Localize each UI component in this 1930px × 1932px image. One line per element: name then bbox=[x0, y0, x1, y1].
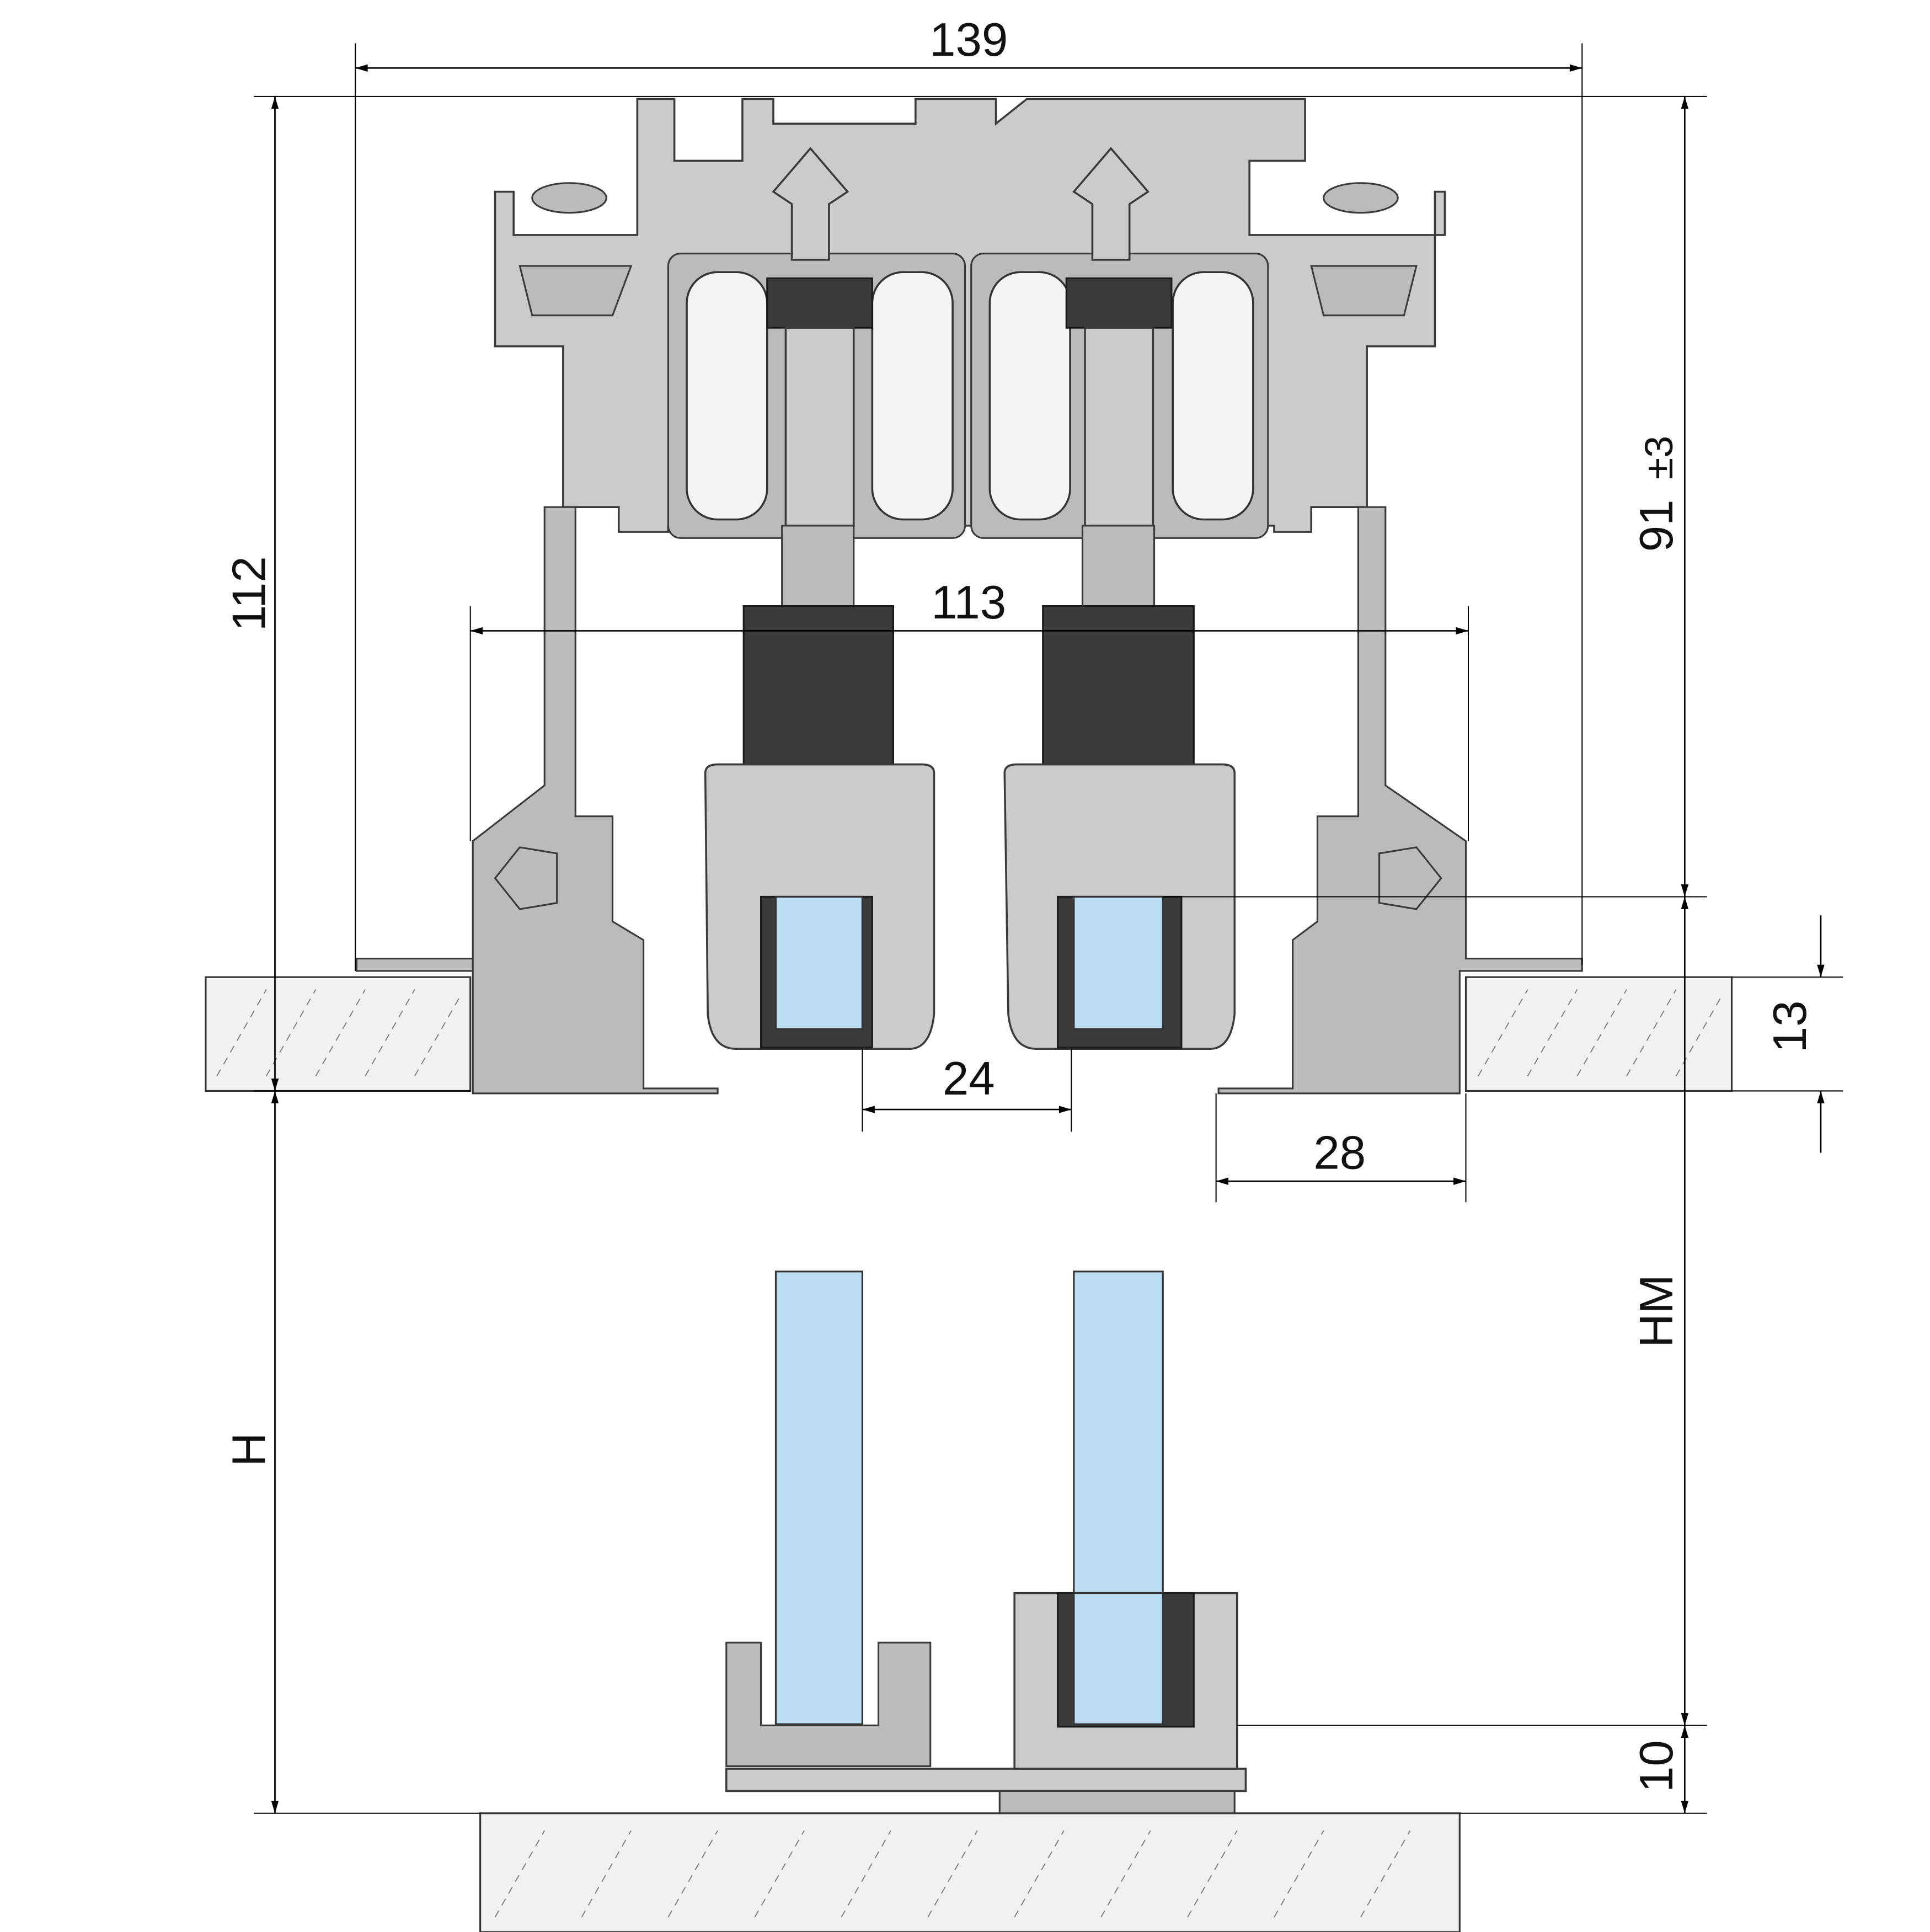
dim-113: 113 bbox=[931, 577, 1006, 629]
dim-28: 28 bbox=[1313, 1127, 1366, 1180]
ceiling-left bbox=[205, 976, 472, 1092]
floor-slab bbox=[479, 1812, 1461, 1932]
dim-112: 112 bbox=[223, 556, 276, 631]
glass-top-right bbox=[1073, 895, 1164, 1030]
dim-139: 139 bbox=[929, 14, 1008, 66]
dim-h: H bbox=[223, 1433, 276, 1467]
glass-top-left bbox=[774, 895, 863, 1030]
extension-lines bbox=[254, 43, 1843, 1814]
carriage-left bbox=[667, 147, 966, 1050]
ceiling-right bbox=[1464, 976, 1733, 1092]
floor-guide bbox=[725, 1592, 1247, 1814]
dim-13: 13 bbox=[1764, 1000, 1816, 1053]
glass-panel-left bbox=[774, 1271, 863, 1725]
dim-hm: HM bbox=[1630, 1274, 1683, 1347]
dim-91: 91 bbox=[1630, 499, 1683, 552]
dim-24: 24 bbox=[943, 1053, 995, 1105]
dim-10: 10 bbox=[1630, 1740, 1683, 1792]
dim-91-tolerance: ±3 bbox=[1637, 436, 1681, 479]
